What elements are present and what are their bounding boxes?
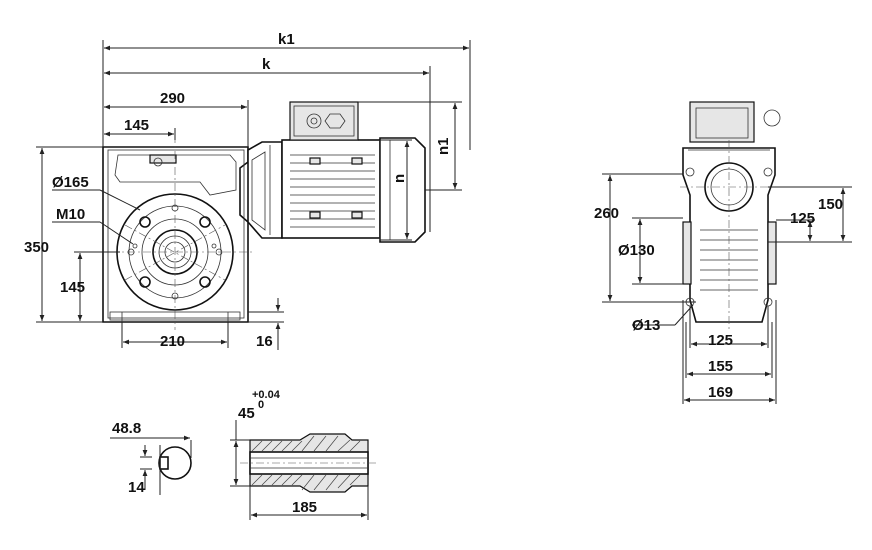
dim-n: n	[391, 174, 408, 183]
keyway-detail	[110, 435, 192, 495]
dim-d165: Ø165	[52, 174, 89, 191]
front-view	[36, 40, 471, 350]
dim-n1: n1	[435, 137, 452, 155]
side-view	[602, 101, 852, 404]
dim-14: 14	[128, 479, 145, 496]
dim-tolerance-lower: 0	[258, 399, 264, 411]
dim-m10: M10	[56, 206, 85, 223]
dim-185: 185	[292, 499, 317, 516]
dim-210: 210	[160, 333, 185, 350]
section-hatching	[251, 435, 361, 491]
dim-290: 290	[160, 90, 185, 107]
dim-k1: k1	[278, 31, 295, 48]
dim-169: 169	[708, 384, 733, 401]
dim-350: 350	[24, 239, 49, 256]
dim-16: 16	[256, 333, 273, 350]
dim-125-right: 125	[790, 210, 815, 227]
dim-45: 45	[238, 405, 255, 422]
dim-125-bottom: 125	[708, 332, 733, 349]
dim-d130: Ø130	[618, 242, 655, 259]
dim-48-8: 48.8	[112, 420, 141, 437]
hollow-shaft-section	[230, 420, 378, 520]
dim-k: k	[262, 56, 271, 73]
dim-145-left: 145	[60, 279, 85, 296]
dim-d13: Ø13	[632, 317, 660, 334]
dim-150: 150	[818, 196, 843, 213]
dim-145-top: 145	[124, 117, 149, 134]
motor-fins	[290, 154, 375, 228]
dim-155: 155	[708, 358, 733, 375]
dim-tolerance-upper: +0.04	[252, 389, 281, 401]
dim-260: 260	[594, 205, 619, 222]
dimension-labels: k1 k 290 145 Ø165 M10 350 145 210 16 n1 …	[24, 31, 843, 516]
